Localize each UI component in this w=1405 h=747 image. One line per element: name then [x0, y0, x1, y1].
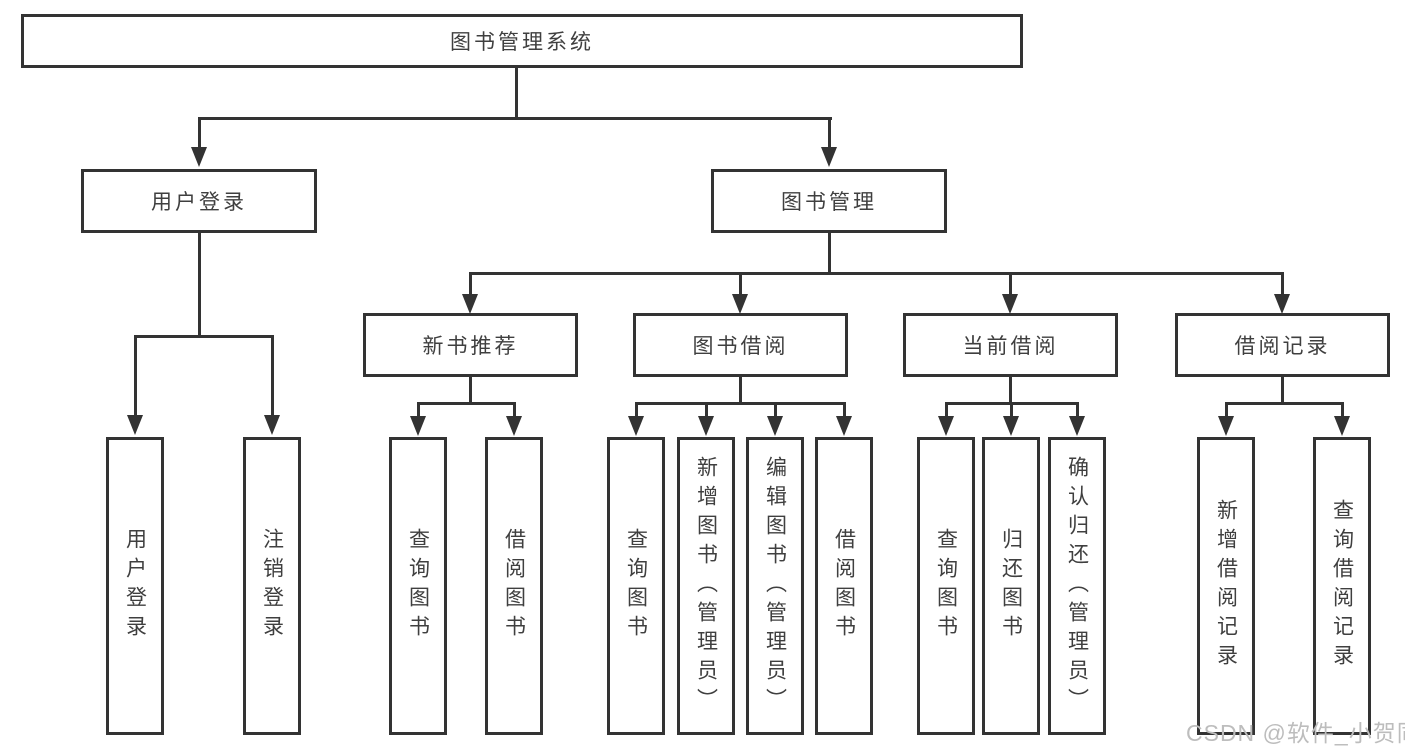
connector-line: [515, 66, 518, 118]
node-book-borrow-label: 图书借阅: [692, 335, 789, 358]
connector-line: [843, 402, 846, 418]
connector-line: [198, 231, 201, 337]
node-book-management-label: 图书管理: [781, 191, 877, 214]
connector-line: [469, 272, 1284, 275]
connector-line: [134, 335, 274, 338]
connector-line: [828, 117, 831, 149]
leaf-user-login-label: 用户登录: [123, 528, 147, 644]
leaf-recommend-query-book-label: 查询图书: [406, 528, 430, 644]
arrow-down-icon: [1069, 416, 1085, 436]
arrow-down-icon: [1003, 416, 1019, 436]
arrow-down-icon: [264, 415, 280, 435]
connector-line: [705, 402, 708, 418]
connector-line: [1009, 375, 1012, 404]
arrow-down-icon: [628, 416, 644, 436]
leaf-logout: 注销登录: [243, 437, 301, 735]
connector-line: [1281, 375, 1284, 404]
leaf-return-book-label: 归还图书: [999, 528, 1023, 644]
arrow-down-icon: [732, 294, 748, 314]
connector-line: [1076, 402, 1079, 418]
arrow-down-icon: [1218, 416, 1234, 436]
csdn-watermark: CSDN @软件_小贺同学: [1186, 720, 1405, 746]
connector-line: [469, 375, 472, 404]
node-root-label: 图书管理系统: [450, 31, 594, 54]
node-new-book-recommend-label: 新书推荐: [422, 335, 519, 358]
leaf-borrow-book: 借阅图书: [815, 437, 873, 735]
connector-line: [417, 402, 420, 418]
node-book-management: 图书管理: [711, 169, 947, 233]
arrow-down-icon: [821, 147, 837, 167]
connector-line: [1010, 402, 1013, 418]
leaf-confirm-return-admin: 确认归还（管理员）: [1048, 437, 1106, 735]
arrow-down-icon: [1274, 294, 1290, 314]
arrow-down-icon: [506, 416, 522, 436]
connector-line: [828, 231, 831, 274]
arrow-down-icon: [1002, 294, 1018, 314]
connector-line: [774, 402, 777, 418]
connector-line: [739, 272, 742, 296]
leaf-add-borrow-record: 新增借阅记录: [1197, 437, 1255, 735]
connector-line: [198, 117, 201, 149]
node-user-login: 用户登录: [81, 169, 317, 233]
connector-line: [1009, 272, 1012, 296]
arrow-down-icon: [698, 416, 714, 436]
leaf-query-borrow-record-label: 查询借阅记录: [1330, 499, 1354, 673]
connector-line: [1225, 402, 1343, 405]
leaf-recommend-borrow-book: 借阅图书: [485, 437, 543, 735]
leaf-borrow-query-book: 查询图书: [607, 437, 665, 735]
connector-line: [198, 117, 832, 120]
connector-line: [1341, 402, 1344, 418]
connector-line: [739, 375, 742, 404]
leaf-current-query-book-label: 查询图书: [934, 528, 958, 644]
connector-line: [1225, 402, 1228, 418]
connector-line: [945, 402, 948, 418]
node-new-book-recommend: 新书推荐: [363, 313, 578, 377]
node-book-borrow: 图书借阅: [633, 313, 848, 377]
leaf-borrow-book-label: 借阅图书: [832, 528, 856, 644]
arrow-down-icon: [127, 415, 143, 435]
leaf-recommend-query-book: 查询图书: [389, 437, 447, 735]
connector-line: [134, 335, 137, 416]
connector-line: [417, 402, 515, 405]
leaf-query-borrow-record: 查询借阅记录: [1313, 437, 1371, 735]
leaf-add-borrow-record-label: 新增借阅记录: [1214, 499, 1238, 673]
arrow-down-icon: [191, 147, 207, 167]
leaf-add-book-admin-label: 新增图书（管理员）: [694, 455, 718, 717]
node-current-borrow-label: 当前借阅: [962, 335, 1059, 358]
arrow-down-icon: [767, 416, 783, 436]
node-borrow-records: 借阅记录: [1175, 313, 1390, 377]
leaf-recommend-borrow-book-label: 借阅图书: [502, 528, 526, 644]
connector-line: [635, 402, 845, 405]
connector-line: [271, 335, 274, 416]
leaf-borrow-query-book-label: 查询图书: [624, 528, 648, 644]
node-user-login-label: 用户登录: [151, 191, 247, 214]
leaf-current-query-book: 查询图书: [917, 437, 975, 735]
arrow-down-icon: [1334, 416, 1350, 436]
leaf-edit-book-admin-label: 编辑图书（管理员）: [763, 455, 787, 717]
leaf-confirm-return-admin-label: 确认归还（管理员）: [1065, 455, 1089, 717]
connector-line: [513, 402, 516, 418]
arrow-down-icon: [938, 416, 954, 436]
node-current-borrow: 当前借阅: [903, 313, 1118, 377]
arrow-down-icon: [410, 416, 426, 436]
connector-line: [1281, 272, 1284, 296]
connector-line: [469, 272, 472, 296]
leaf-add-book-admin: 新增图书（管理员）: [677, 437, 735, 735]
node-root: 图书管理系统: [21, 14, 1023, 68]
leaf-edit-book-admin: 编辑图书（管理员）: [746, 437, 804, 735]
connector-line: [635, 402, 638, 418]
arrow-down-icon: [462, 294, 478, 314]
leaf-return-book: 归还图书: [982, 437, 1040, 735]
node-borrow-records-label: 借阅记录: [1234, 335, 1331, 358]
leaf-user-login: 用户登录: [106, 437, 164, 735]
arrow-down-icon: [836, 416, 852, 436]
leaf-logout-label: 注销登录: [260, 528, 284, 644]
